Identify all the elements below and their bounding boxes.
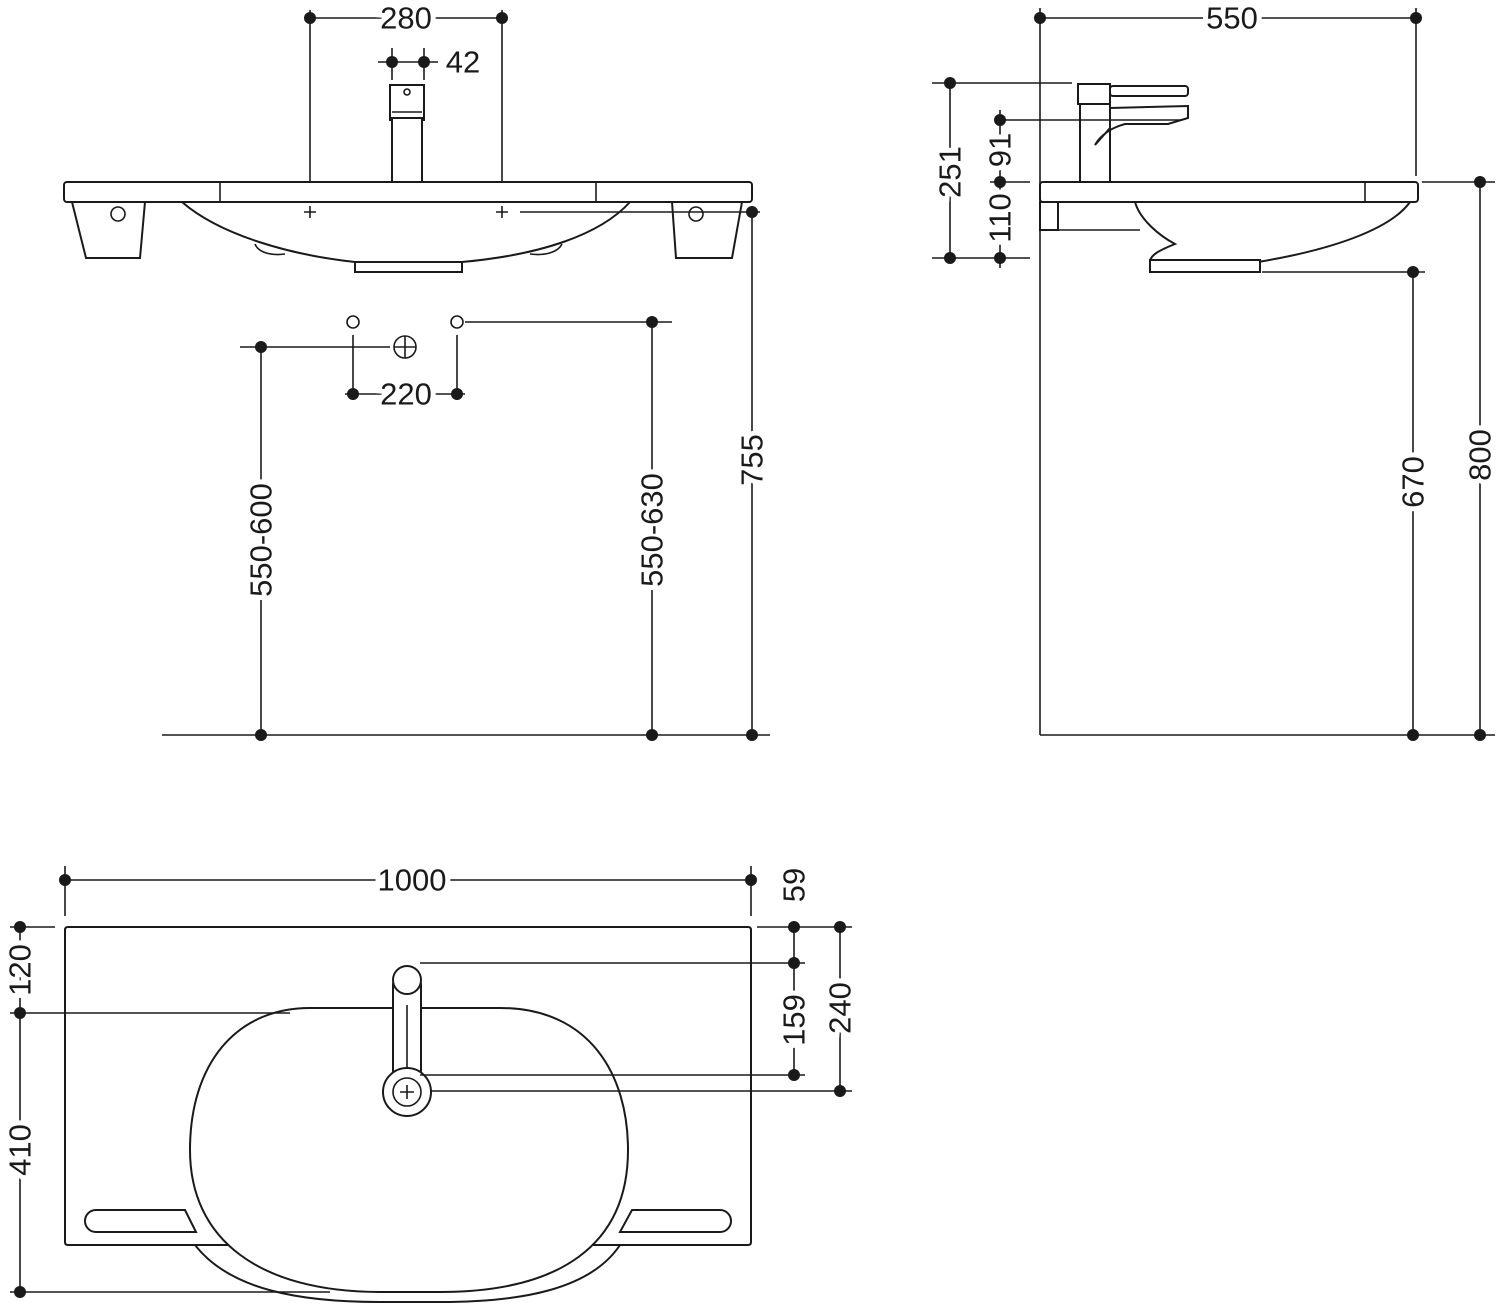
basin-front bbox=[63, 181, 753, 273]
grab-slot-left bbox=[84, 1209, 198, 1233]
drain-symbol bbox=[393, 335, 417, 359]
basin-top bbox=[64, 926, 752, 1303]
side-view: 550 251 91 110 670 bbox=[928, 0, 1500, 741]
grab-slot-right bbox=[618, 1209, 732, 1233]
faucet-side bbox=[1077, 83, 1189, 183]
top-view: 1000 59 159 240 120 bbox=[0, 858, 863, 1303]
dim-220: 220 bbox=[380, 377, 432, 412]
dim-280: 280 bbox=[380, 1, 432, 36]
dim-800: 800 bbox=[1463, 429, 1498, 481]
dim-1000: 1000 bbox=[378, 863, 447, 898]
dim-550-600: 550-600 bbox=[244, 483, 279, 597]
dim-91: 91 bbox=[983, 133, 1018, 167]
basin-side bbox=[1039, 181, 1419, 273]
dim-120: 120 bbox=[3, 944, 38, 996]
dim-42: 42 bbox=[446, 45, 480, 80]
dim-410: 410 bbox=[3, 1124, 38, 1176]
dim-59: 59 bbox=[777, 868, 812, 902]
dim-755: 755 bbox=[735, 434, 770, 486]
front-view: 280 42 755 bbox=[63, 0, 775, 741]
dim-240: 240 bbox=[823, 982, 858, 1034]
dim-550: 550 bbox=[1206, 1, 1258, 36]
dim-550-630: 550-630 bbox=[635, 473, 670, 587]
dim-670: 670 bbox=[1396, 456, 1431, 508]
dim-251: 251 bbox=[933, 146, 968, 198]
dim-110: 110 bbox=[983, 193, 1018, 242]
dim-159: 159 bbox=[777, 994, 812, 1046]
faucet-front bbox=[389, 84, 425, 183]
